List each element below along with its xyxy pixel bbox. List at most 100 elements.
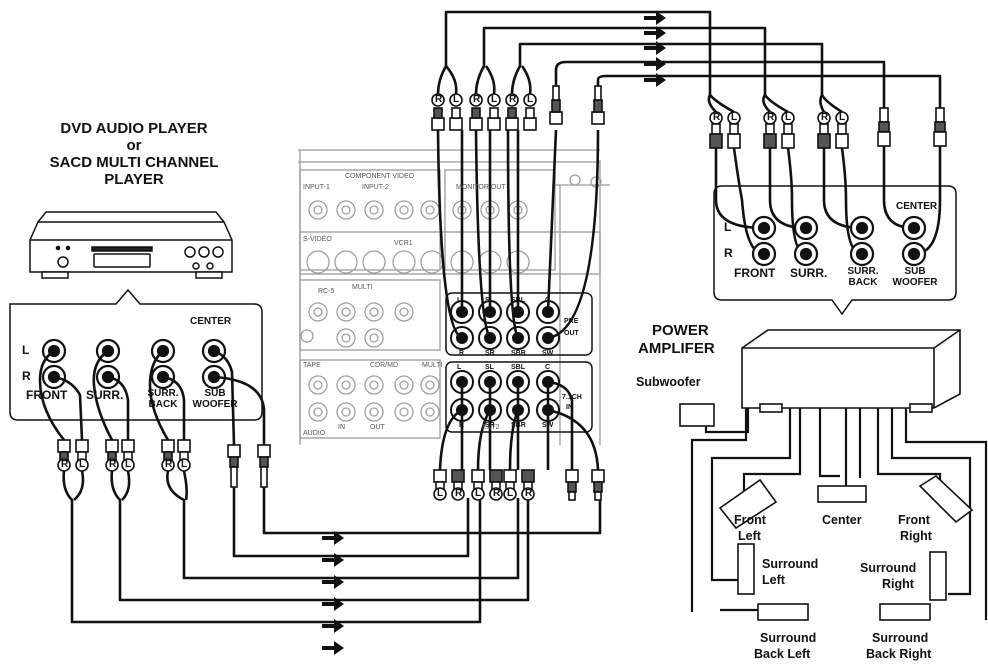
speaker-label-surround-right-2: Right [882,577,914,591]
source-title-line2: or [126,137,142,154]
surround-back-left-speaker [757,603,809,621]
source-title-line1: DVD AUDIO PLAYER [60,120,208,137]
label-out: OUT [370,424,385,431]
plug-letter-r: R [455,488,463,499]
amp-title-line1: POWER [652,322,709,339]
label-monitor-out: MONITOR OUT [456,184,506,191]
plug-letter-l: L [125,459,132,470]
plug-letter-l: L [475,488,482,499]
in71-top-l: L [457,364,462,371]
in71-sw: SW [542,422,554,429]
plug-letter-l: L [507,488,514,499]
in71-top-c: C [545,364,551,371]
plug-letter-r: R [493,488,501,499]
label-input-1: INPUT-1 [303,184,330,191]
plug-letter-l: L [731,112,738,123]
in71-sbr: SBR [511,422,526,429]
speaker-label-surround-left-1: Surround [762,557,819,571]
plug-letter-l: L [437,488,444,499]
plug-letter-r: R [713,112,721,123]
label-vcr1: VCR1 [394,240,413,247]
surround-back-right-speaker [879,603,931,621]
plug-letter-l: L [785,112,792,123]
speaker-label-surround-back-right-2: Back Right [866,647,932,661]
bottom-signal-arrows [322,531,344,655]
speaker-boxes [679,403,974,621]
plug-letter-r: R [509,94,517,105]
amp-input-plugs [707,94,947,149]
speaker-label-front-left-1: Front [734,513,766,527]
label-in: IN [338,424,345,431]
source-title-line3: SACD MULTI CHANNEL [49,154,219,171]
speaker-label-subwoofer: Subwoofer [636,375,701,389]
speaker-label-center: Center [822,513,862,527]
label-audio: AUDIO [303,430,326,437]
in71-r: R [459,422,465,429]
source-plugs [57,439,271,488]
plug-letter-l: L [839,112,846,123]
dvd-player-illustration [29,211,233,279]
speaker-label-surround-back-left-2: Back Left [754,647,811,661]
pre-out-top-l: L [457,297,462,304]
source-label-surr-back-1: SURR. [147,388,179,399]
receiver-to-amp-cables [436,10,942,108]
source-cables [38,349,266,447]
amp-title-line2: AMPLIFER [638,340,715,357]
amp-label-surr-back-2: BACK [848,277,878,288]
amp-label-surr: SURR. [790,266,828,280]
plug-letter-r: R [525,488,533,499]
plug-letter-l: L [527,94,534,105]
surround-left-speaker [737,543,755,595]
label-s-video: S-VIDEO [303,236,332,243]
label-input-2: INPUT-2 [362,184,389,191]
source-label-surr: SURR. [86,388,124,402]
power-amplifier-box [741,329,961,413]
plug-letter-r: R [61,459,69,470]
source-to-receiver-cables [62,470,602,624]
subwoofer-box [679,403,715,427]
surround-right-speaker [929,551,947,601]
speaker-label-surround-back-right-1: Surround [872,631,929,645]
amp-label-sub-2: WOOFER [892,277,938,288]
in71-top-sl: SL [485,364,494,371]
pre-out-jacks [450,300,560,350]
amp-label-sub-1: SUB [904,266,926,277]
amp-label-surr-back-1: SURR. [847,266,879,277]
speaker-label-front-right-1: Front [898,513,930,527]
plug-letter-l: L [453,94,460,105]
speaker-label-surround-left-2: Left [762,573,785,587]
plug-letter-l: L [491,94,498,105]
in71-sr: SR [485,422,495,429]
speaker-label-surround-right-1: Surround [860,561,917,575]
in71-tag-bottom: IN [566,404,573,411]
speaker-label-front-right-2: Right [900,529,932,543]
label-component-video: COMPONENT VIDEO [345,173,415,180]
pre-out-sw: SW [542,350,554,357]
front-right-speaker [918,474,974,524]
source-label-front: FRONT [26,388,68,402]
in71-top-sbl: SBL [511,364,525,371]
label-tape: TAPE [303,362,321,369]
speaker-label-surround-back-left-1: Surround [760,631,817,645]
plug-letter-r: R [435,94,443,105]
amp-jacks [751,215,927,267]
pre-out-tag-out: OUT [564,330,579,337]
amp-label-center: CENTER [896,201,938,212]
source-label-r: R [22,369,31,383]
label-multi: MULTI [352,284,373,291]
plug-letter-r: R [821,112,829,123]
source-label-surr-back-2: BACK [148,399,178,410]
in71-tag-top: 7.1CH [562,394,582,401]
source-label-sub-1: SUB [204,388,226,399]
label-rc5: RC-5 [318,288,335,295]
plug-letter-r: R [165,459,173,470]
label-cdr-md: CDR/MD [370,362,398,369]
pre-out-tag-pre: PRE [564,318,579,325]
plug-letter-l: L [79,459,86,470]
pre-out-top-c: C [545,297,551,304]
label-multi-in: MULTI [422,362,443,369]
pre-out-sbr: SBR [511,350,526,357]
pre-out-sr: SR [485,350,495,357]
source-title-line4: PLAYER [104,171,164,188]
top-signal-arrows [644,11,666,87]
